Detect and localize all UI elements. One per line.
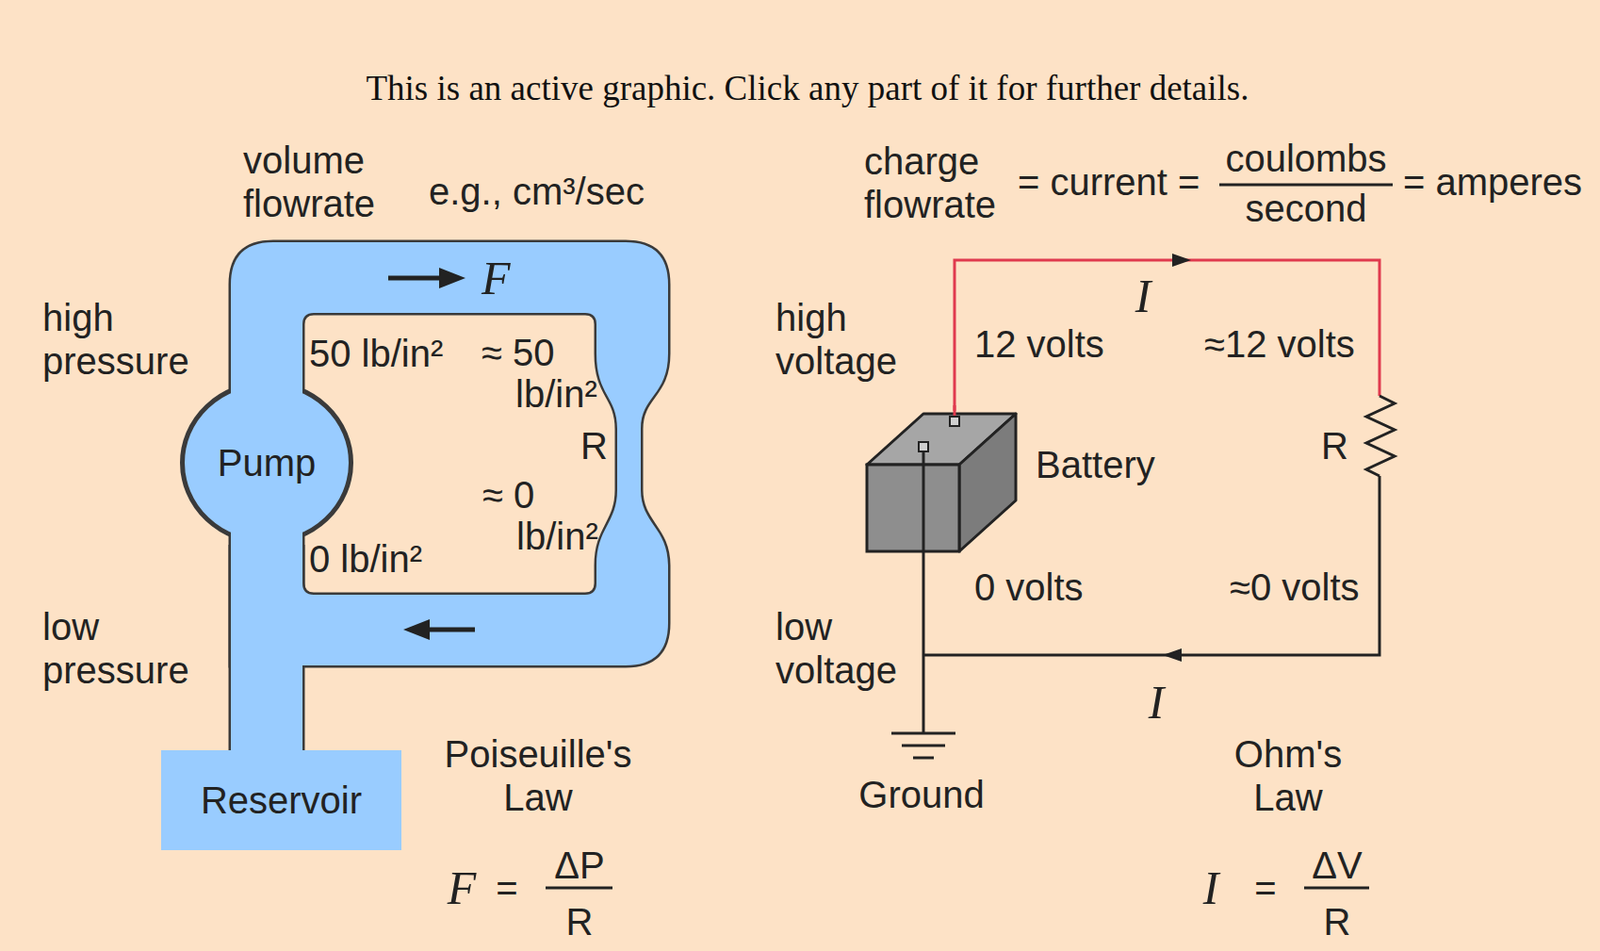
pressure-value: 50 lb/in² bbox=[309, 331, 443, 376]
ground-label: Ground bbox=[858, 772, 984, 817]
current-arrow-head bbox=[1162, 648, 1182, 662]
voltage-value: 0 volts bbox=[974, 565, 1084, 609]
formula-symbol: I bbox=[1203, 864, 1220, 912]
quantity-label: volume flowrate bbox=[243, 138, 376, 226]
pressure-value: 0 lb/in² bbox=[309, 537, 423, 581]
voltage-label: low voltage bbox=[775, 604, 898, 692]
current-symbol: I bbox=[1148, 678, 1165, 726]
flow-arrow-shaft bbox=[388, 276, 443, 281]
node-label: Battery bbox=[1035, 442, 1156, 487]
fraction-bar bbox=[545, 886, 613, 890]
current-symbol: I bbox=[1135, 272, 1152, 320]
flow-arrow-head bbox=[439, 267, 466, 289]
unit-label: e.g., cm³/sec bbox=[428, 169, 645, 213]
formula-symbol: F bbox=[447, 864, 477, 912]
voltage-value: ≈12 volts bbox=[1204, 322, 1356, 366]
equation-term: = current = bbox=[1017, 160, 1200, 204]
flow-symbol: F bbox=[481, 254, 511, 302]
pipe-segment-outline bbox=[228, 544, 306, 751]
unit-fraction-term: coulombs bbox=[1224, 136, 1387, 180]
battery-terminal bbox=[949, 416, 960, 426]
pipe-joint bbox=[230, 529, 303, 549]
current-arrow-head bbox=[1172, 253, 1192, 267]
law-name: Poiseuille's Law bbox=[444, 732, 633, 819]
formula-term: ΔV bbox=[1311, 846, 1362, 884]
formula-operator: = bbox=[495, 868, 518, 907]
equation-term: = amperes bbox=[1403, 160, 1583, 204]
formula-term: R bbox=[1323, 902, 1352, 941]
formula-term: ΔP bbox=[554, 846, 605, 884]
ground-symbol bbox=[891, 733, 956, 758]
positive-wire bbox=[954, 260, 1380, 411]
battery-drawing bbox=[862, 408, 1023, 556]
pipe-segment bbox=[230, 544, 303, 751]
unit-fraction-term: second bbox=[1245, 186, 1368, 230]
node-label: Pump bbox=[217, 440, 317, 485]
voltage-label: high voltage bbox=[775, 295, 898, 383]
ground-bar bbox=[913, 756, 934, 760]
voltage-value: 12 volts bbox=[974, 322, 1105, 366]
pressure-value: ≈ 0 lb/in² bbox=[482, 473, 606, 557]
fraction-bar bbox=[1219, 183, 1393, 187]
formula-operator: = bbox=[1254, 868, 1276, 907]
reservoir-box: Reservoir bbox=[161, 750, 402, 850]
resistor-symbol bbox=[1366, 395, 1395, 476]
ground-wire bbox=[922, 546, 926, 734]
pipe-joint bbox=[230, 376, 303, 396]
ground-bar bbox=[891, 732, 956, 735]
battery-front bbox=[866, 464, 960, 552]
battery-terminal bbox=[918, 441, 929, 452]
resistance-symbol: R bbox=[580, 424, 608, 468]
ground-wire bbox=[922, 446, 926, 552]
flow-arrow-shaft bbox=[425, 627, 475, 633]
resistance-symbol: R bbox=[1321, 424, 1349, 468]
node-label: Reservoir bbox=[200, 778, 362, 822]
battery-box: Battery bbox=[862, 408, 1192, 556]
pump-circle: Pump bbox=[179, 380, 354, 545]
flow-arrow bbox=[388, 267, 475, 640]
ground-bar bbox=[901, 744, 946, 748]
formula-term: R bbox=[566, 902, 594, 941]
pump-body bbox=[182, 383, 352, 543]
flow-arrow-head bbox=[403, 619, 430, 640]
voltage-value: ≈0 volts bbox=[1229, 565, 1360, 609]
battery-side bbox=[959, 413, 1016, 552]
pressure-value: ≈ 50 lb/in² bbox=[481, 331, 605, 415]
law-name: Ohm's Law bbox=[1234, 732, 1342, 819]
fraction-bar bbox=[1304, 886, 1370, 890]
quantity-label: charge flowrate bbox=[864, 139, 996, 227]
page-title: This is an active graphic. Click any par… bbox=[365, 68, 1249, 110]
pressure-label: low pressure bbox=[42, 604, 190, 692]
pressure-label: high pressure bbox=[42, 295, 190, 383]
